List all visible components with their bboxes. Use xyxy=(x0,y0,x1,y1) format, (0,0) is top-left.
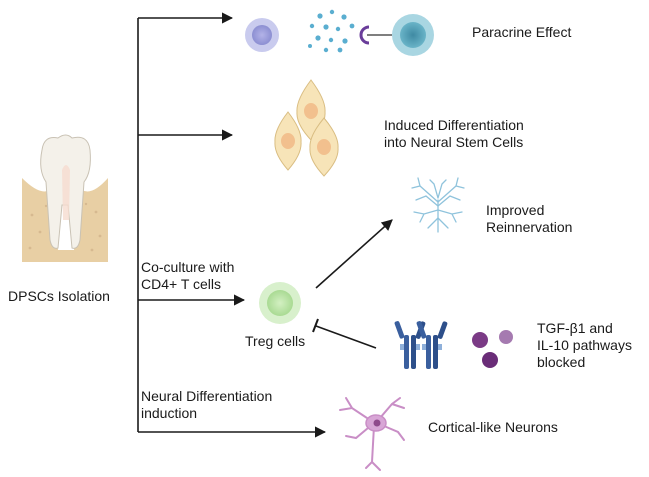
label-improved-reinnervation: Improved Reinnervation xyxy=(486,202,572,236)
label-cortical-neurons: Cortical-like Neurons xyxy=(428,419,558,435)
inhibition-line xyxy=(315,325,377,349)
label-neural-diff-line1: Neural Differentiation xyxy=(141,388,273,404)
label-coculture-line1: Co-culture with xyxy=(141,259,235,275)
label-coculture: Co-culture with CD4+ T cells xyxy=(141,259,234,293)
label-tgf-line1: TGF-β1 and xyxy=(537,320,613,336)
mesenchymal-cell-icon xyxy=(245,18,279,52)
treg-cell-icon xyxy=(259,282,301,324)
label-induced-differentiation-line1: Induced Differentiation xyxy=(384,117,524,133)
label-treg-cells: Treg cells xyxy=(245,333,306,349)
nerve-ending-icon xyxy=(411,177,465,233)
receptor-icon xyxy=(359,25,392,45)
label-neural-diff-line2: induction xyxy=(141,405,198,421)
tooth-icon xyxy=(22,134,108,262)
label-coculture-line2: CD4+ T cells xyxy=(141,276,222,292)
label-induced-differentiation: Induced Differentiation into Neural Stem… xyxy=(384,117,524,151)
label-induced-differentiation-line2: into Neural Stem Cells xyxy=(384,134,524,150)
arrow-reinnervation xyxy=(315,219,393,289)
antibody-icon xyxy=(394,321,448,369)
label-improved-line1: Improved xyxy=(486,202,545,218)
paracrine-vesicles-icon xyxy=(308,9,355,53)
label-paracrine-effect: Paracrine Effect xyxy=(472,24,572,40)
label-dpscs-isolation: DPSCs Isolation xyxy=(8,288,110,304)
label-tgf-line3: blocked xyxy=(537,354,586,370)
neuron-icon xyxy=(339,397,405,471)
label-tgf-il10: TGF-β1 and IL-10 pathways blocked xyxy=(537,320,632,371)
label-improved-line2: Reinnervation xyxy=(486,219,573,235)
flow-arrows xyxy=(137,12,393,438)
cytokine-icon xyxy=(472,330,513,368)
target-cell-icon xyxy=(392,14,434,56)
label-tgf-line2: IL-10 pathways xyxy=(537,337,632,353)
label-neural-differentiation: Neural Differentiation induction xyxy=(141,388,272,422)
inhibition-bar xyxy=(312,318,319,333)
neural-stem-cells-icon xyxy=(274,79,339,177)
